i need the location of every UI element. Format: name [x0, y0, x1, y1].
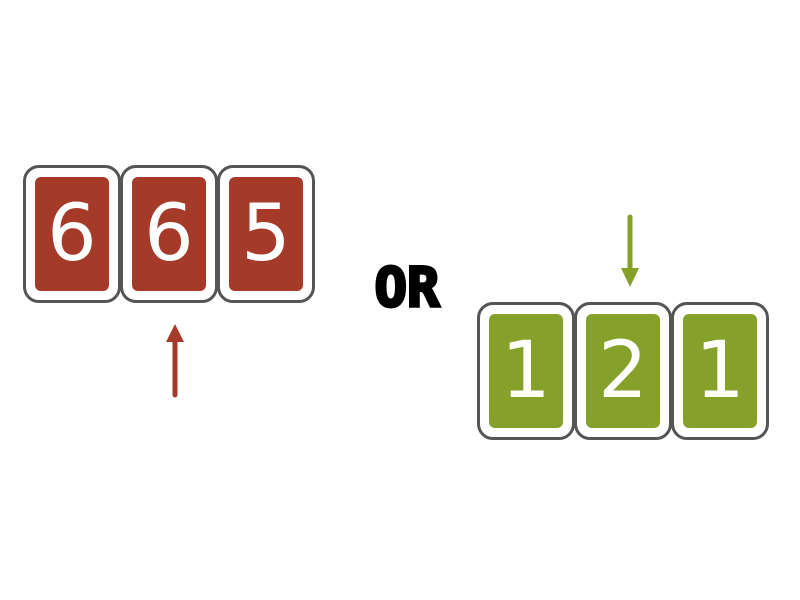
digit-card: 1 — [671, 302, 769, 440]
digit-face: 2 — [586, 314, 660, 428]
digit-face: 6 — [132, 177, 206, 291]
green-digit-group: 1 2 1 — [477, 302, 769, 440]
digit-face: 6 — [35, 177, 109, 291]
digit-card-highlighted: 2 — [574, 302, 672, 440]
down-arrow-icon — [621, 214, 639, 287]
digit-card: 6 — [23, 165, 121, 303]
digit-card: 1 — [477, 302, 575, 440]
digit-card-highlighted: 6 — [120, 165, 218, 303]
digit-face: 5 — [229, 177, 303, 291]
digit-face: 1 — [683, 314, 757, 428]
or-label: OR — [373, 262, 442, 312]
up-arrow-icon — [166, 324, 184, 398]
digit-face: 1 — [489, 314, 563, 428]
red-digit-group: 6 6 5 — [23, 165, 315, 303]
or-text: OR — [374, 262, 440, 312]
digit-card: 5 — [217, 165, 315, 303]
